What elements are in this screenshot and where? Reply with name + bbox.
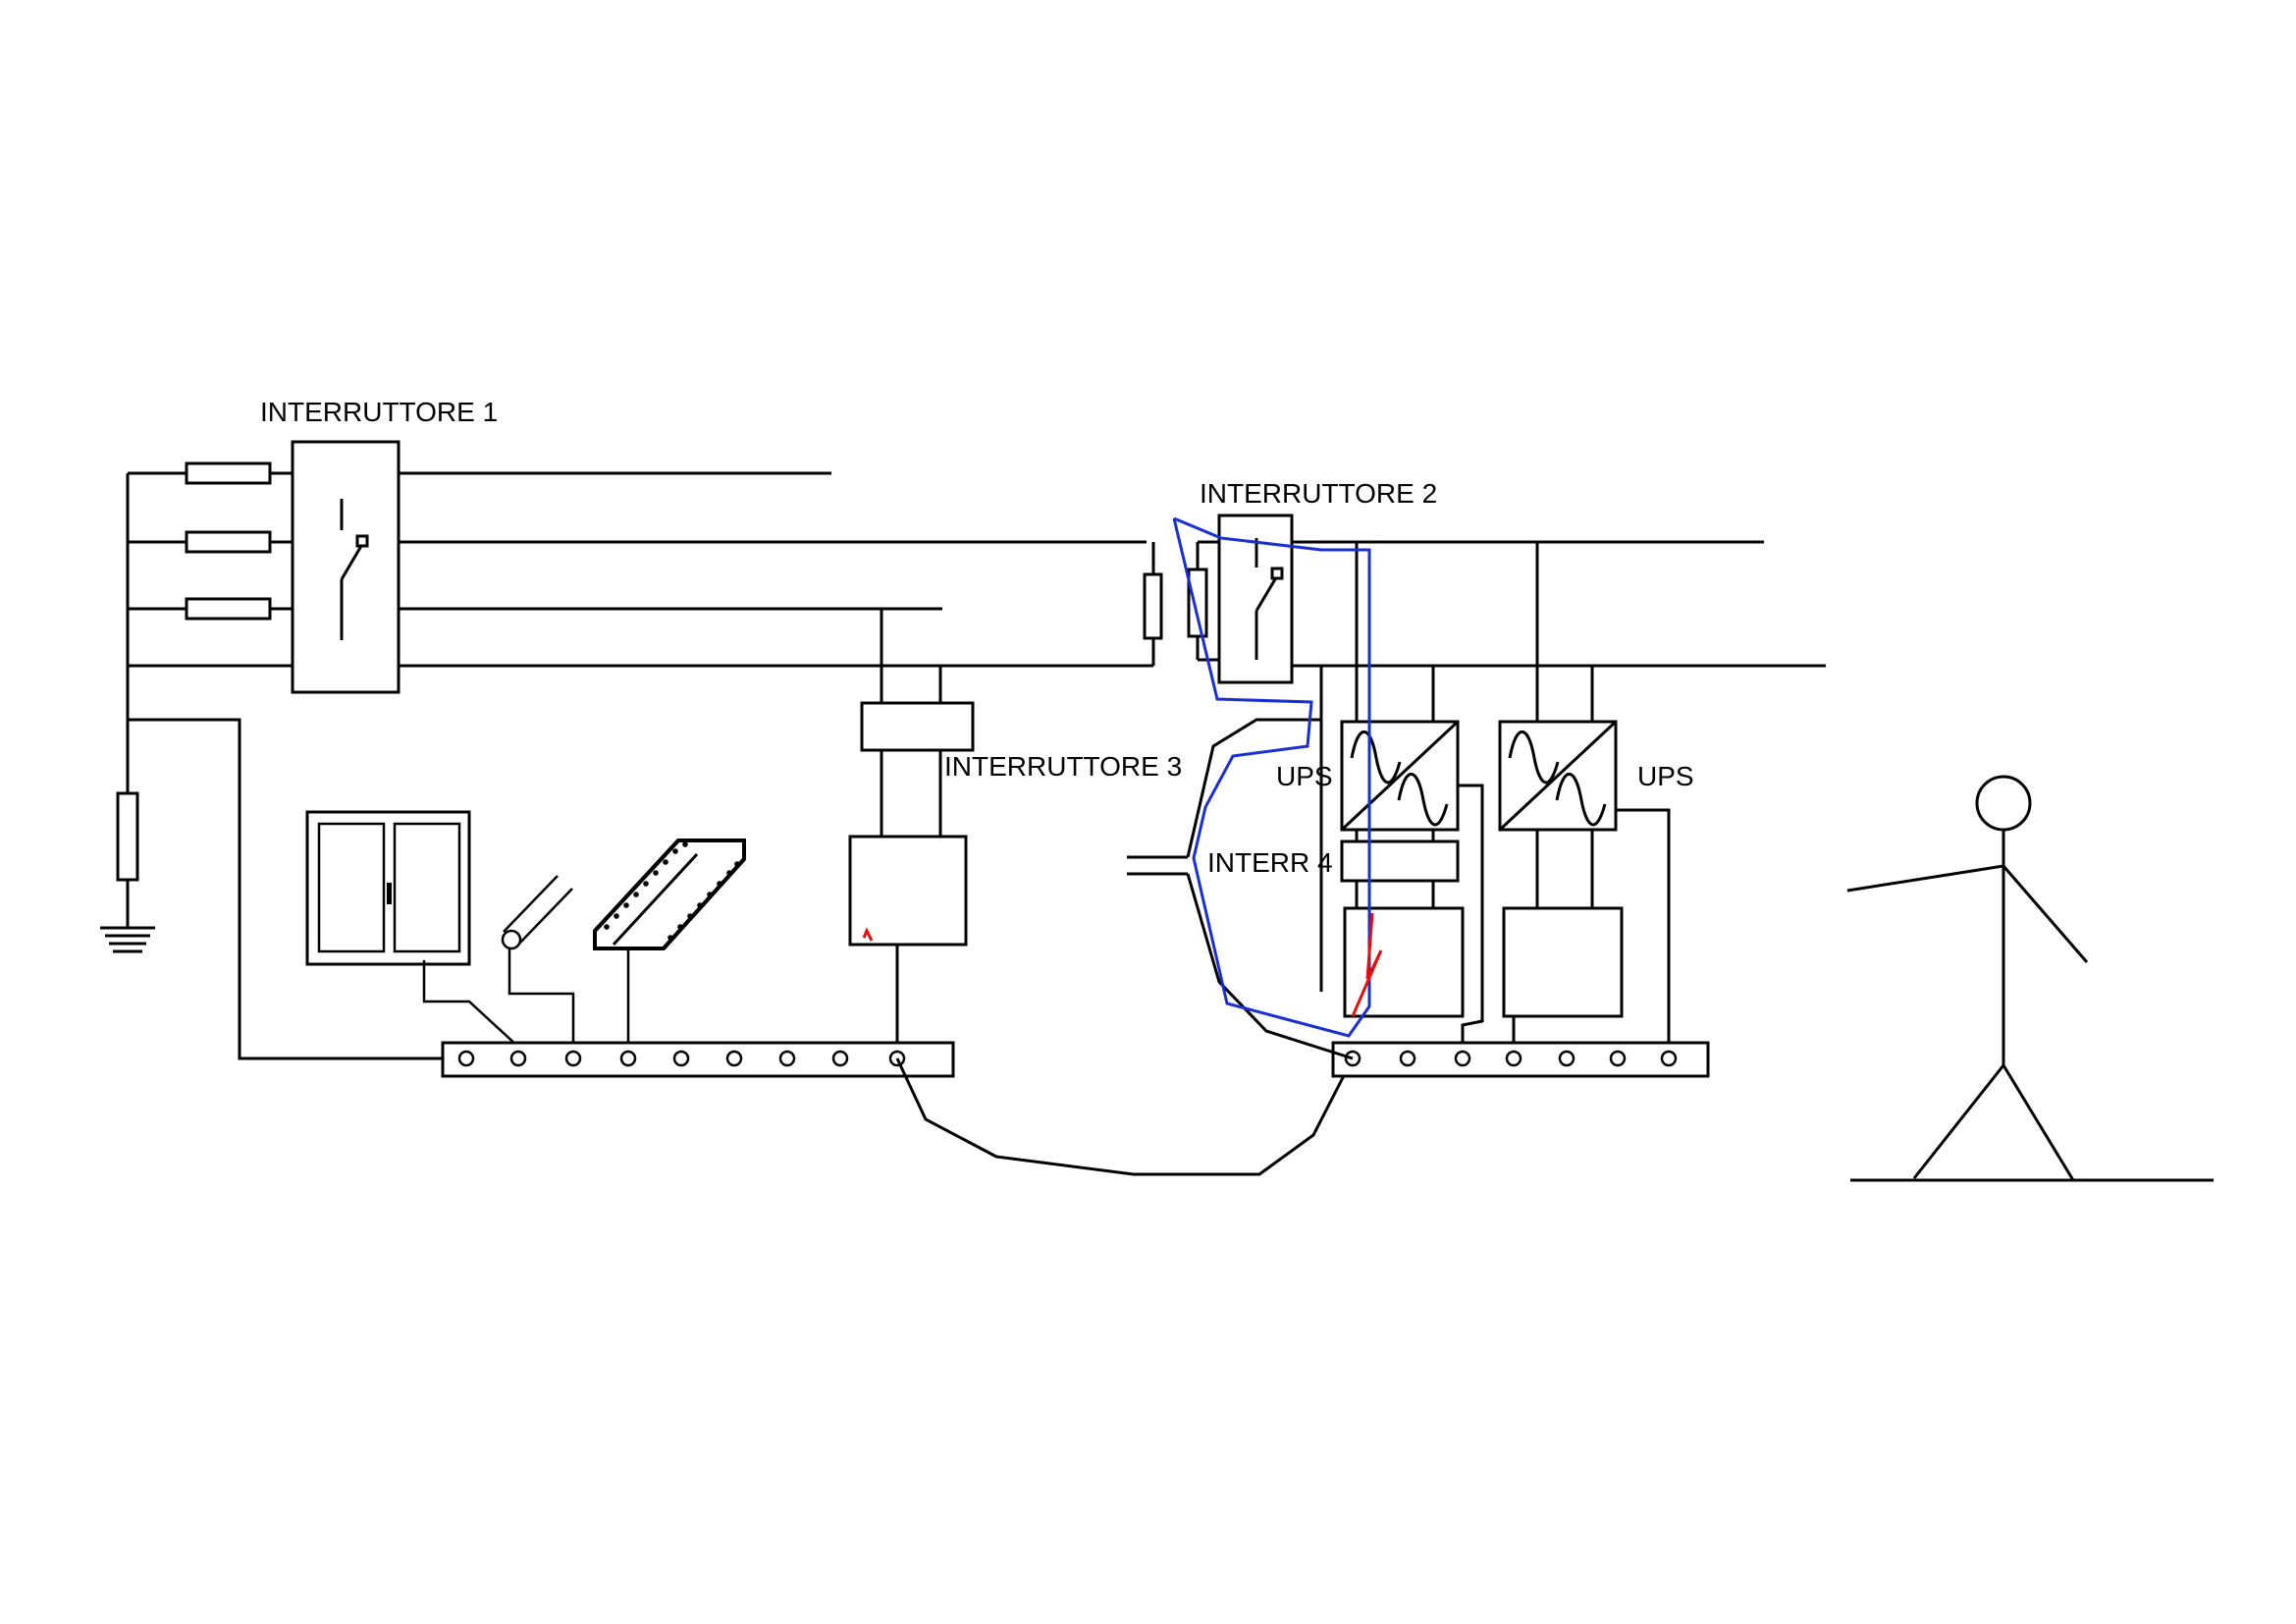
switch-2-label: INTERRUTTORE 2 [1200, 478, 1437, 509]
equipotential-bar-right [1331, 1041, 1710, 1078]
ups-left-label: UPS [1276, 761, 1333, 791]
fault-loop-path [1172, 516, 1371, 1038]
equipotential-bar-left [441, 1041, 955, 1078]
fault-arc-icon [1351, 912, 1383, 1017]
ups-right-icon [1498, 720, 1618, 832]
switch-4-label: INTERR 4 [1207, 847, 1333, 878]
switch-3-label: INTERRUTTORE 3 [944, 751, 1182, 782]
ups-left-icon [1340, 720, 1460, 832]
fuse-2-icon [185, 530, 272, 554]
fuse-3-icon [185, 597, 272, 621]
switch-1-label: INTERRUTTORE 1 [260, 397, 498, 427]
person-icon [1846, 775, 2214, 1182]
switch-3 [848, 609, 975, 1058]
ups-right-label: UPS [1637, 761, 1694, 791]
feed-left [126, 461, 293, 795]
fuse-4-icon [1143, 572, 1163, 640]
cable-tray-icon [593, 839, 746, 1047]
switch-1 [291, 440, 400, 694]
window-icon [305, 810, 519, 1048]
load-right-icon [1502, 906, 1624, 1018]
ground-icon [100, 791, 155, 953]
switch-4 [1340, 830, 1465, 1018]
fuse-1-icon [185, 461, 272, 485]
pipe-icon [501, 875, 575, 1047]
